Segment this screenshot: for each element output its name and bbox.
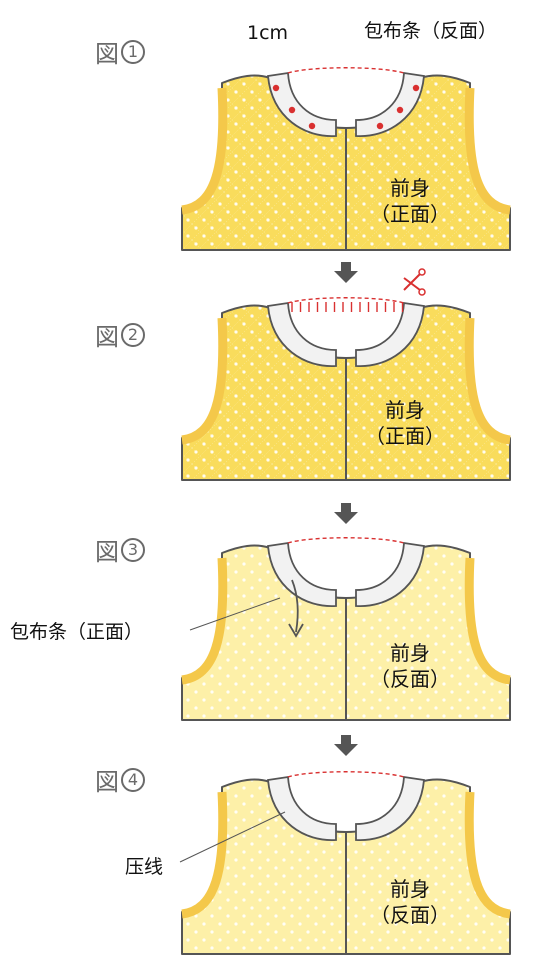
fig2-collar-stitch-line <box>287 297 405 304</box>
fig4-vest-right-armhole <box>464 791 511 919</box>
fig1-collar-pin-dot <box>288 106 296 114</box>
fold-direction-arrow <box>291 579 299 633</box>
front-body-side: （反面） <box>370 903 450 927</box>
fig2-collar-binding-right <box>355 301 425 367</box>
figure-2-label: 図 2 <box>95 317 145 352</box>
front-body-label-2: 前身 （正面） <box>355 397 455 449</box>
fig3-collar-binding-right <box>355 541 425 607</box>
fig1-collar-stitch-line <box>287 67 405 74</box>
figure-number: 1 <box>121 39 145 64</box>
front-body-title: 前身 <box>390 877 430 901</box>
arrow-down-icon <box>341 262 351 272</box>
fig4-vest-left-panel <box>181 778 347 955</box>
fig1-vest-left-armhole <box>181 87 228 215</box>
arrow-down-icon <box>341 503 351 513</box>
figure-3-label: 図 3 <box>95 532 145 567</box>
fig4-collar-binding-left <box>267 775 337 841</box>
fig3-collar-stitch-line <box>287 537 405 544</box>
fig1-collar-pin-dot <box>272 84 280 92</box>
fig1-vest-left-panel <box>181 74 347 251</box>
fig1-collar-pin-dot <box>376 122 384 130</box>
figure-prefix: 図 <box>95 768 119 796</box>
front-body-side: （正面） <box>370 202 450 226</box>
fig1-collar-binding-right <box>355 71 425 137</box>
figure-number: 2 <box>121 322 145 347</box>
callout-leader-line <box>189 597 281 631</box>
fig2-collar-binding-left <box>267 301 337 367</box>
arrow-down-icon <box>341 735 351 745</box>
front-body-label-3: 前身 （反面） <box>360 640 460 692</box>
front-body-side: （正面） <box>365 424 445 448</box>
fig3-vest-left-panel <box>181 544 347 721</box>
fig2-vest-left-armhole <box>181 317 228 445</box>
fig2-vest-left-panel <box>181 304 347 481</box>
front-body-label-1: 前身 （正面） <box>360 175 460 227</box>
fig1-collar-pin-dot <box>308 122 316 130</box>
fig4-collar-binding-right <box>355 775 425 841</box>
fig1-collar-pin-dot <box>412 84 420 92</box>
callout-binding-strip-right-side: 包布条（正面） <box>10 621 144 643</box>
front-body-side: （反面） <box>370 667 450 691</box>
figure-prefix: 図 <box>95 40 119 68</box>
callout-seam-allowance: 1cm <box>247 22 289 44</box>
front-body-title: 前身 <box>390 641 430 665</box>
figure-prefix: 図 <box>95 538 119 566</box>
fig3-vest-right-armhole <box>464 557 511 685</box>
fig1-collar-pin-dot <box>396 106 404 114</box>
figure-prefix: 図 <box>95 323 119 351</box>
arrow-down-icon <box>334 271 358 283</box>
figure-number: 3 <box>121 537 145 562</box>
fig2-vest-right-armhole <box>464 317 511 445</box>
fig4-collar-stitch-line <box>287 771 405 778</box>
callout-leader-line <box>179 811 286 863</box>
fig3-vest-right-panel <box>345 544 511 721</box>
figure-4-label: 図 4 <box>95 762 145 797</box>
fig4-vest-left-armhole <box>181 791 228 919</box>
scissors-icon <box>418 268 426 276</box>
fig3-vest-left-armhole <box>181 557 228 685</box>
fold-direction-arrow-head <box>288 623 304 638</box>
fig2-vest-right-panel <box>345 304 511 481</box>
front-body-title: 前身 <box>390 176 430 200</box>
fig1-vest-right-armhole <box>464 87 511 215</box>
figure-number: 4 <box>121 767 145 792</box>
figure-1-label: 図 1 <box>95 34 145 69</box>
front-body-label-4: 前身 （反面） <box>360 876 460 928</box>
scissors-icon <box>403 273 421 291</box>
fig3-collar-binding-left <box>267 541 337 607</box>
front-body-title: 前身 <box>385 398 425 422</box>
callout-binding-strip-wrong-side: 包布条（反面） <box>364 20 498 42</box>
fig1-collar-binding-left <box>267 71 337 137</box>
arrow-down-icon <box>334 512 358 524</box>
scissors-icon <box>418 288 426 296</box>
callout-topstitch: 压线 <box>125 856 164 878</box>
arrow-down-icon <box>334 744 358 756</box>
